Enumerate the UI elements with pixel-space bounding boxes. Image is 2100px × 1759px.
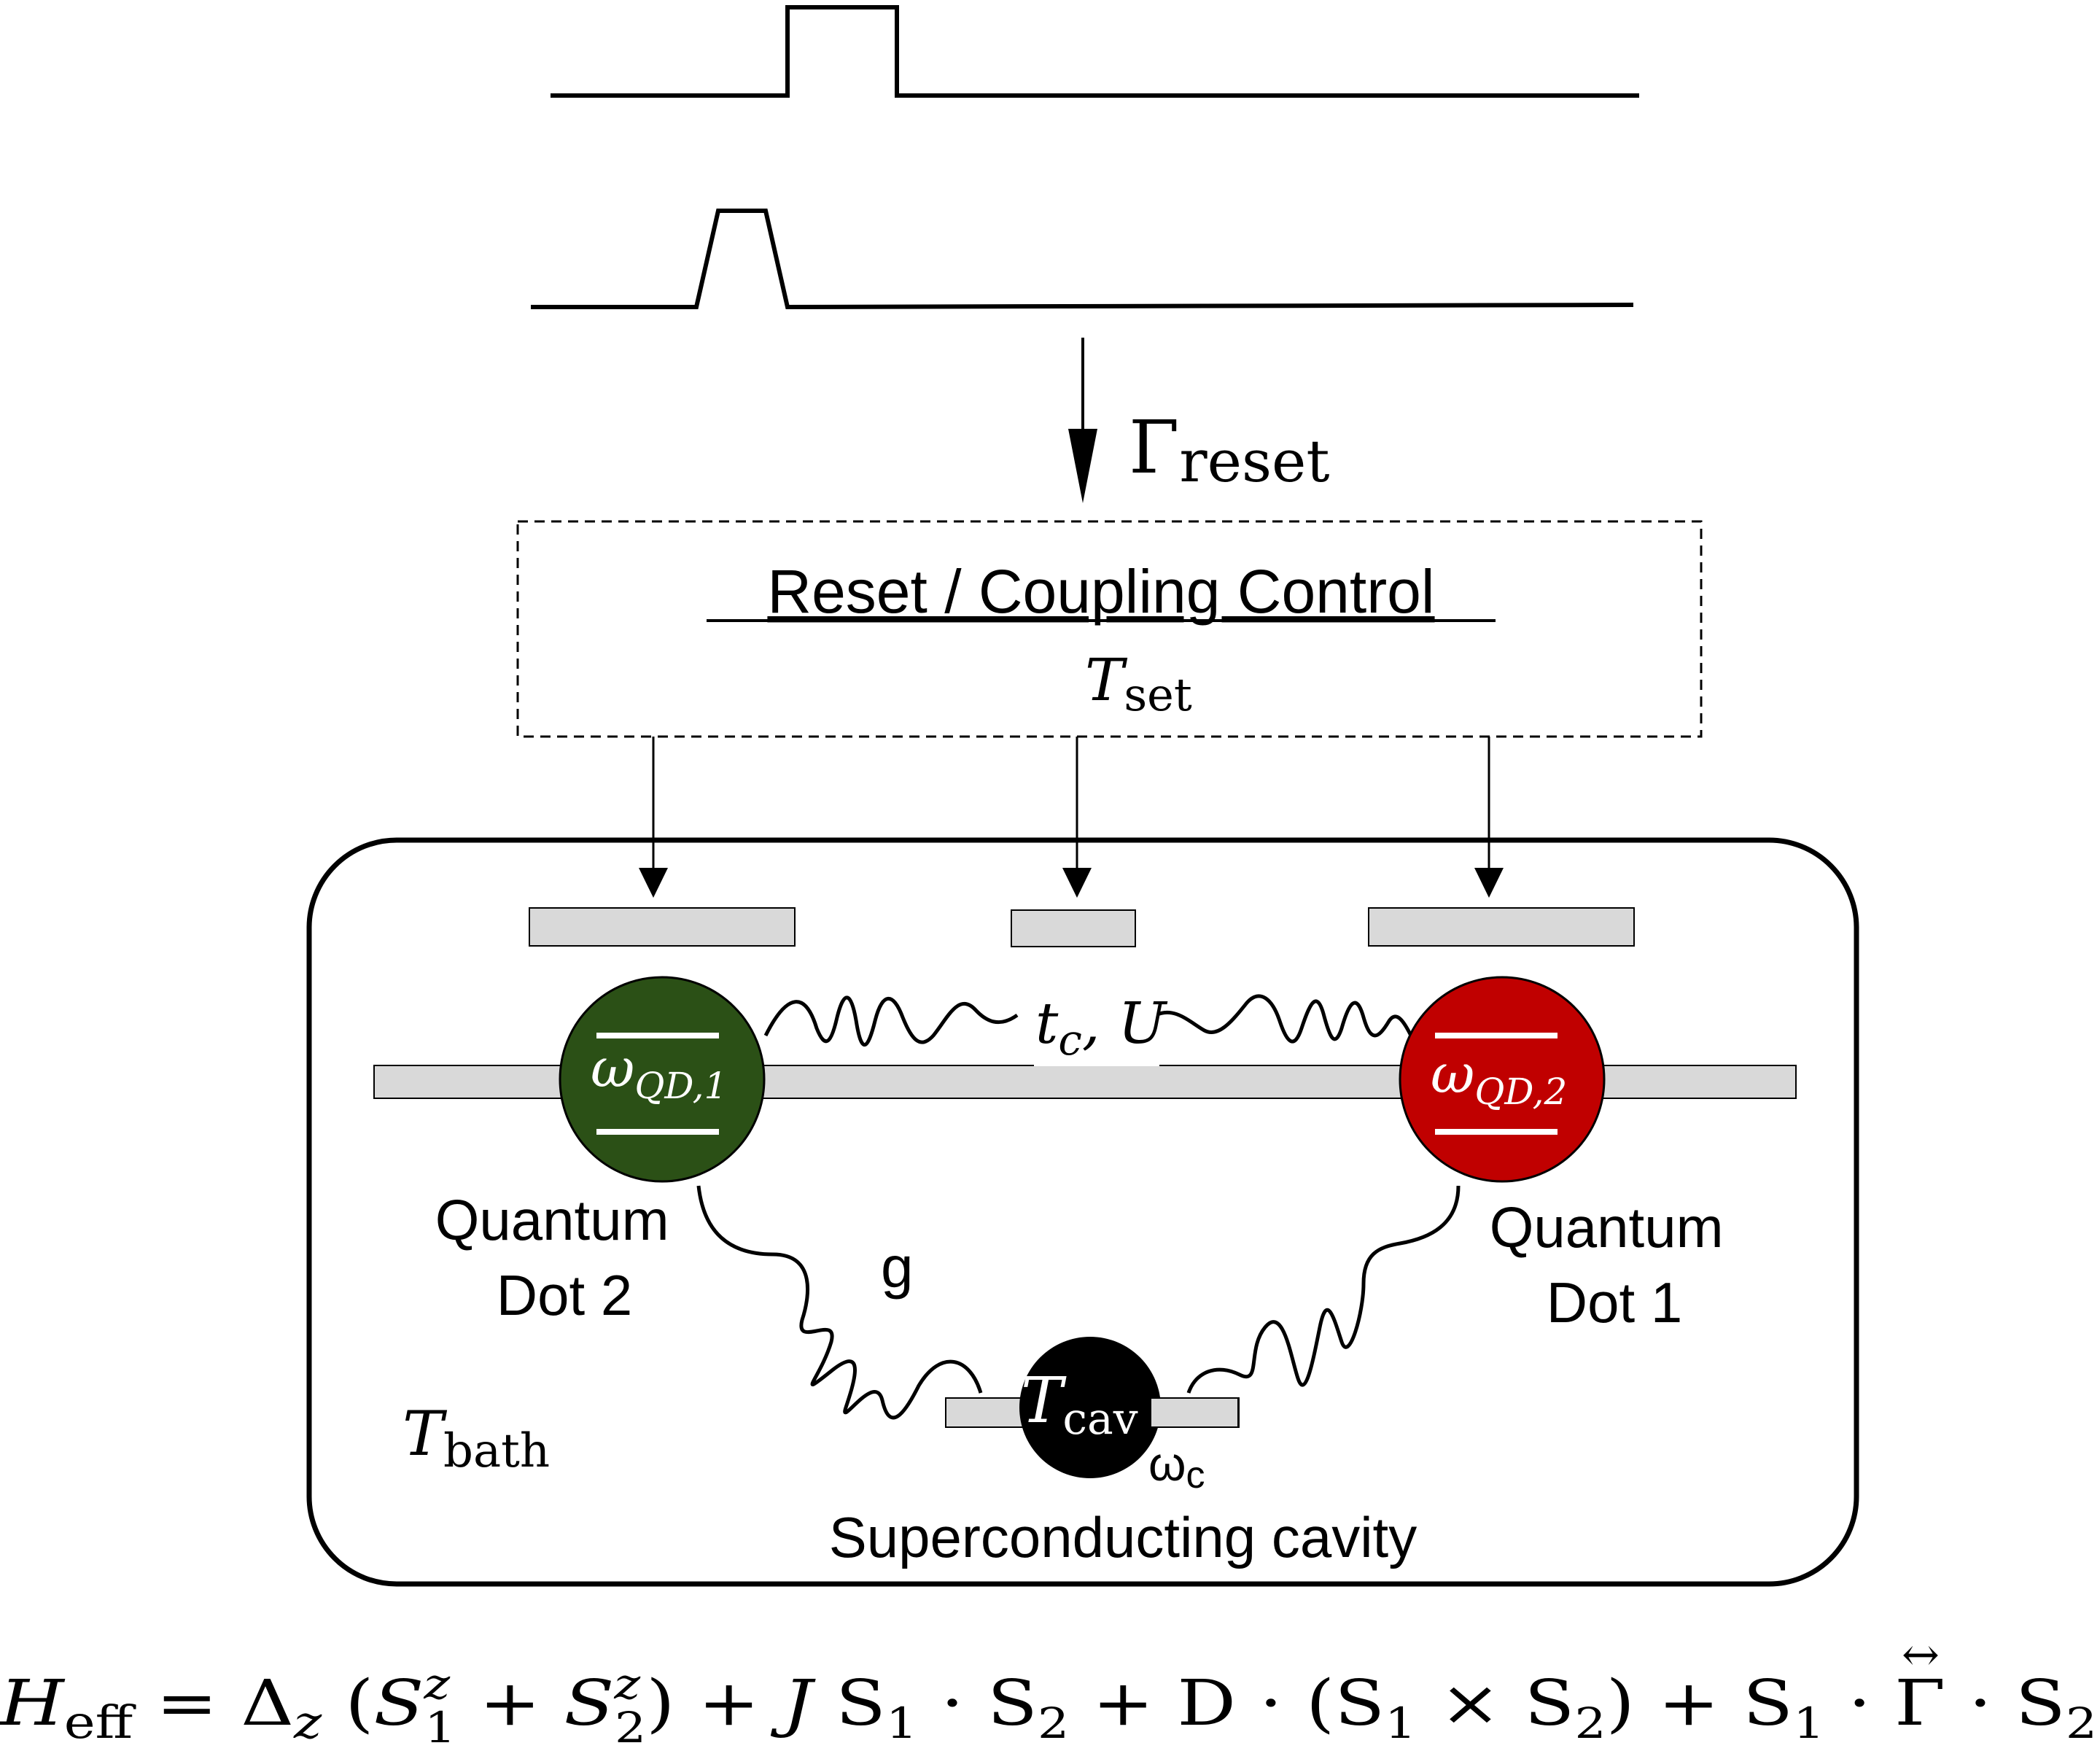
gate-control-arrow-center [1062, 737, 1092, 898]
tunnel-coupling-wave-left [763, 995, 1019, 1047]
cavity-coupling-wave-left [696, 1185, 983, 1420]
reset-rate-label: Γreset [1129, 405, 1330, 495]
cavity-bar-overlay [1150, 1397, 1239, 1428]
control-box [516, 520, 1703, 738]
tunnel-coupling-label-bg [1034, 1006, 1159, 1066]
cavity-temperature-label: Tcav [1021, 1364, 1138, 1445]
bath-temperature-label: Tbath [402, 1398, 550, 1478]
quantum-dot-right-frequency: ωQD,2 [1431, 1043, 1567, 1113]
quantum-dot-left: ωQD,1 [559, 976, 766, 1183]
cavity-coupling-label: g [881, 1235, 914, 1300]
quantum-dot-right-label: Quantum Dot 1 [1490, 1195, 1740, 1335]
gate-electrode-left [529, 907, 796, 947]
gamma-tensor-accent: ↔ [1902, 1628, 1940, 1681]
gate-control-arrow-left [639, 737, 668, 898]
cavity-label: Superconducting cavity [829, 1505, 1417, 1569]
reset-rate-arrow [1068, 338, 1097, 503]
trapezoid-pulse-waveform [531, 209, 1634, 310]
tunnel-coupling-wave-right [1154, 994, 1413, 1044]
gate-electrode-right [1368, 907, 1635, 947]
gate-electrode-center [1011, 909, 1136, 947]
cavity-coupling-wave-right [1186, 1185, 1461, 1394]
quantum-dot-right: ωQD,2 [1399, 976, 1606, 1183]
tunnel-coupling-label: tc, U [1035, 991, 1167, 1065]
cavity-frequency-label: ωc [1148, 1437, 1205, 1496]
gate-control-arrow-right [1474, 737, 1504, 898]
quantum-dot-left-label: Quantum Dot 2 [435, 1188, 685, 1327]
quantum-dot-left-frequency: ωQD,1 [591, 1037, 727, 1107]
square-pulse-waveform [551, 5, 1639, 98]
set-temperature-label: Tset [1085, 646, 1192, 721]
cavity-node [1019, 1337, 1161, 1478]
control-box-title: Reset / Coupling Control [767, 557, 1434, 626]
device-enclosure [306, 837, 1859, 1587]
